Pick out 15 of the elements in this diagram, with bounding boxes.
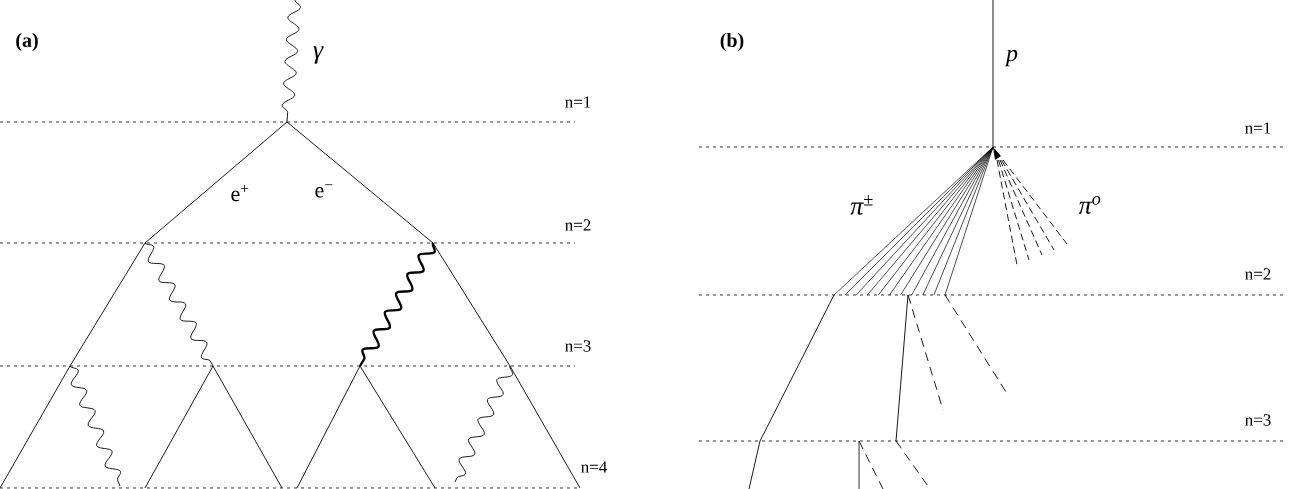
- depth-label: n=1: [1245, 122, 1271, 134]
- panel-label: (b): [720, 32, 744, 52]
- depth-label: n=1: [565, 96, 591, 108]
- depth-label: n=2: [1245, 268, 1271, 280]
- depth-label: n=3: [565, 340, 591, 352]
- depth-label: n=4: [581, 461, 608, 473]
- particle-label: π$^{±}$: [850, 195, 873, 215]
- panel-label: (a): [16, 32, 38, 52]
- particle-label: π$^{o}$: [1078, 196, 1101, 214]
- depth-label: n=3: [1245, 414, 1271, 426]
- particle-label: e$^{+}$: [231, 184, 249, 202]
- particle-label: p: [1004, 49, 1018, 67]
- particle-label: γ: [313, 46, 324, 64]
- depth-label: n=2: [565, 219, 591, 231]
- particle-label: e$^{−}$: [315, 184, 333, 198]
